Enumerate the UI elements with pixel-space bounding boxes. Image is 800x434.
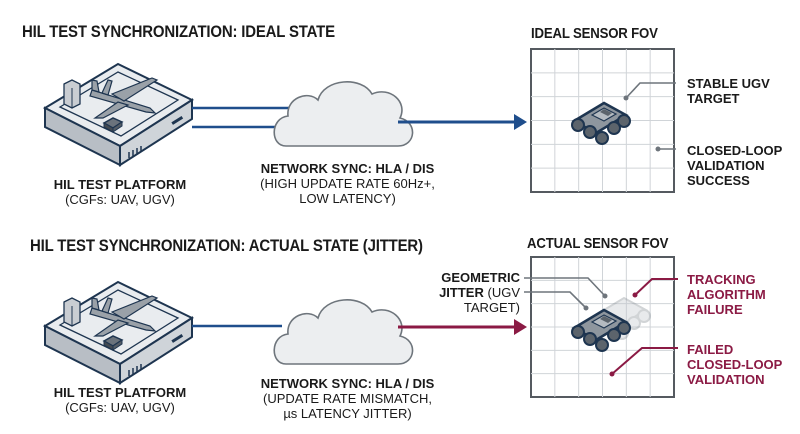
actual-arrowhead — [514, 319, 527, 335]
callout-line: ALGORITHM — [687, 287, 766, 302]
callout-line: TARGET) — [463, 300, 520, 315]
geometric-jitter-callout: GEOMETRIC JITTER (UGV TARGET) — [430, 270, 520, 315]
ideal-network-detail-1: (HIGH UPDATE RATE 60Hz+, — [260, 176, 435, 191]
ideal-ugv-target-icon — [571, 101, 631, 145]
actual-platform-detail: (CGFs: UAV, UGV) — [65, 400, 175, 415]
hil-platform-icon — [42, 62, 195, 167]
actual-network-detail-1: (UPDATE RATE MISMATCH, — [263, 391, 432, 406]
callout-line: CLOSED-LOOP — [687, 143, 783, 158]
actual-network-name: NETWORK SYNC: HLA / DIS — [260, 376, 435, 391]
stable-target-dot — [623, 95, 629, 101]
callout-line: TRACKING — [687, 272, 756, 287]
callout-line: (UGV — [483, 285, 520, 300]
actual-ugv-target-icon — [571, 308, 631, 352]
callout-line: JITTER — [439, 285, 484, 300]
server-icon — [63, 79, 81, 109]
uav-icon — [89, 295, 159, 337]
failed-validation-callout: FAILED CLOSED-LOOP VALIDATION — [687, 342, 782, 387]
ideal-arrowhead — [514, 114, 527, 130]
callout-line: FAILURE — [687, 302, 743, 317]
ideal-network-name: NETWORK SYNC: HLA / DIS — [260, 161, 435, 176]
stable-target-callout: STABLE UGV TARGET — [687, 76, 770, 106]
actual-network-detail-2: µs LATENCY JITTER) — [283, 406, 412, 421]
ideal-fov-frame — [530, 48, 675, 193]
callout-line: SUCCESS — [687, 173, 750, 188]
tracking-failure-callout: TRACKING ALGORITHM FAILURE — [687, 272, 766, 317]
failed-validation-leader — [611, 347, 678, 375]
ideal-network-detail-2: LOW LATENCY) — [299, 191, 396, 206]
callout-line: GEOMETRIC — [441, 270, 520, 285]
ideal-section-title: HIL TEST SYNCHRONIZATION: IDEAL STATE — [22, 22, 335, 41]
actual-network-cloud-icon — [273, 299, 414, 365]
callout-line: FAILED — [687, 342, 734, 357]
callout-line: TARGET — [687, 91, 740, 106]
hil-platform-icon — [42, 280, 195, 385]
ugv-small-icon — [102, 117, 124, 133]
jitter-dot-1 — [602, 293, 608, 299]
actual-platform-name: HIL TEST PLATFORM — [53, 385, 187, 400]
validation-success-dot — [655, 146, 661, 152]
jitter-dot-2 — [583, 305, 589, 311]
actual-section-title: HIL TEST SYNCHRONIZATION: ACTUAL STATE (… — [30, 236, 423, 255]
tracking-failure-dot — [632, 292, 638, 298]
callout-line: VALIDATION — [687, 158, 765, 173]
callout-line: VALIDATION — [687, 372, 765, 387]
ideal-fov-title: IDEAL SENSOR FOV — [531, 25, 658, 42]
ideal-platform-detail: (CGFs: UAV, UGV) — [65, 192, 175, 207]
tracking-failure-leader — [634, 278, 678, 296]
jitter-leader-2 — [524, 291, 587, 309]
failed-validation-dot — [609, 371, 615, 377]
jitter-leader-1 — [524, 277, 606, 297]
actual-fov-title: ACTUAL SENSOR FOV — [527, 235, 669, 252]
ugv-small-icon — [102, 335, 124, 351]
server-icon — [63, 297, 81, 327]
callout-line: CLOSED-LOOP — [687, 357, 783, 372]
validation-success-callout: CLOSED-LOOP VALIDATION SUCCESS — [687, 143, 782, 188]
ideal-platform-name: HIL TEST PLATFORM — [53, 177, 187, 192]
uav-icon — [89, 77, 159, 119]
callout-line: STABLE UGV — [687, 76, 770, 91]
stable-target-leader — [625, 82, 676, 99]
